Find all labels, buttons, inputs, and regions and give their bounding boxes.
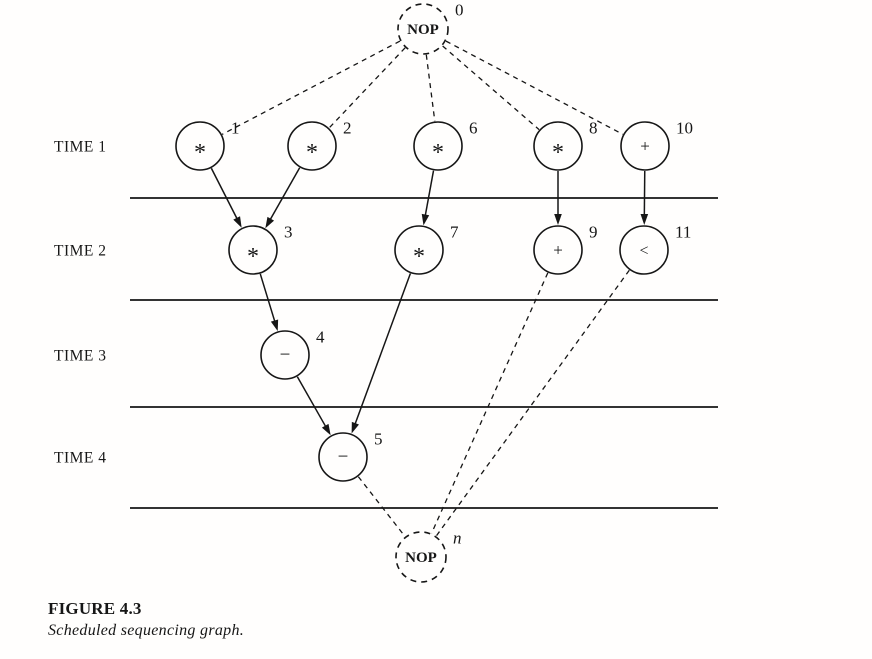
node-n-operation: NOP (405, 550, 437, 566)
node-11-operation: < (639, 243, 648, 260)
node-8-operation: * (552, 140, 564, 166)
time-label-3: TIME 3 (54, 348, 107, 365)
edge-0-to-10 (445, 40, 624, 135)
arrowhead-10-to-11 (640, 213, 649, 226)
node-9-index-label: 9 (589, 223, 598, 242)
node-3-circle (228, 225, 278, 275)
node-3-index-label: 3 (284, 223, 293, 242)
time-label-2: TIME 2 (54, 243, 107, 260)
node-2-operation: * (306, 140, 318, 166)
arrowhead-6-to-7 (421, 213, 430, 226)
node-3-operation: * (247, 244, 259, 270)
node-10-circle (620, 121, 670, 171)
edge-11-to-n (435, 269, 630, 537)
edge-1-to-3 (210, 167, 239, 221)
node-0-operation: NOP (407, 22, 439, 38)
figure-caption-text: Scheduled sequencing graph. (48, 622, 245, 640)
edge-7-to-5 (353, 273, 412, 427)
edge-0-to-1 (221, 40, 401, 135)
edge-0-to-2 (328, 47, 406, 129)
arrowhead-7-to-5 (351, 421, 359, 434)
node-10-index-label: 10 (676, 119, 693, 138)
node-4-operation: − (280, 345, 291, 366)
node-5-index-label: 5 (374, 430, 383, 449)
node-n-index-label: n (453, 529, 462, 548)
edge-2-to-3 (268, 167, 301, 222)
edge-6-to-7 (424, 170, 435, 218)
edge-4-to-5 (296, 376, 328, 429)
arrowhead-2-to-3 (265, 216, 275, 229)
node-9-circle (533, 225, 583, 275)
node-0-circle (397, 3, 449, 55)
node-8-index-label: 8 (589, 119, 598, 138)
node-11-index-label: 11 (675, 223, 691, 242)
arrowhead-8-to-9 (554, 214, 562, 225)
arrowhead-1-to-3 (233, 216, 242, 228)
edge-0-to-8 (442, 45, 540, 131)
node-7-circle (394, 225, 444, 275)
node-4-circle (260, 330, 310, 380)
node-10-operation: + (640, 137, 650, 156)
node-1-index-label: 1 (231, 119, 240, 138)
node-6-operation: * (432, 140, 444, 166)
edge-0-to-6 (425, 54, 436, 122)
time-label-1: TIME 1 (54, 139, 107, 156)
node-2-index-label: 2 (343, 119, 352, 138)
node-5-operation: − (338, 447, 349, 468)
edge-5-to-n (357, 476, 406, 537)
figure-caption-title: FIGURE 4.3 (48, 599, 142, 618)
node-2-circle (287, 121, 337, 171)
node-1-circle (175, 121, 225, 171)
figure-caption: FIGURE 4.3 Scheduled sequencing graph. (48, 598, 244, 642)
time-label-4: TIME 4 (54, 450, 107, 467)
node-0-index-label: 0 (455, 1, 464, 20)
node-1-operation: * (194, 140, 206, 166)
edge-9-to-n (431, 272, 549, 534)
node-7-index-label: 7 (450, 223, 459, 242)
node-7-operation: * (413, 244, 425, 270)
edge-3-to-4 (259, 273, 277, 324)
node-n-circle (395, 531, 447, 583)
node-6-index-label: 6 (469, 119, 478, 138)
arrowhead-4-to-5 (321, 423, 331, 436)
node-8-circle (533, 121, 583, 171)
node-5-circle (318, 432, 368, 482)
node-9-operation: + (553, 241, 563, 260)
arrowhead-3-to-4 (270, 319, 279, 332)
node-11-circle (619, 225, 669, 275)
node-6-circle (413, 121, 463, 171)
node-4-index-label: 4 (316, 328, 325, 347)
